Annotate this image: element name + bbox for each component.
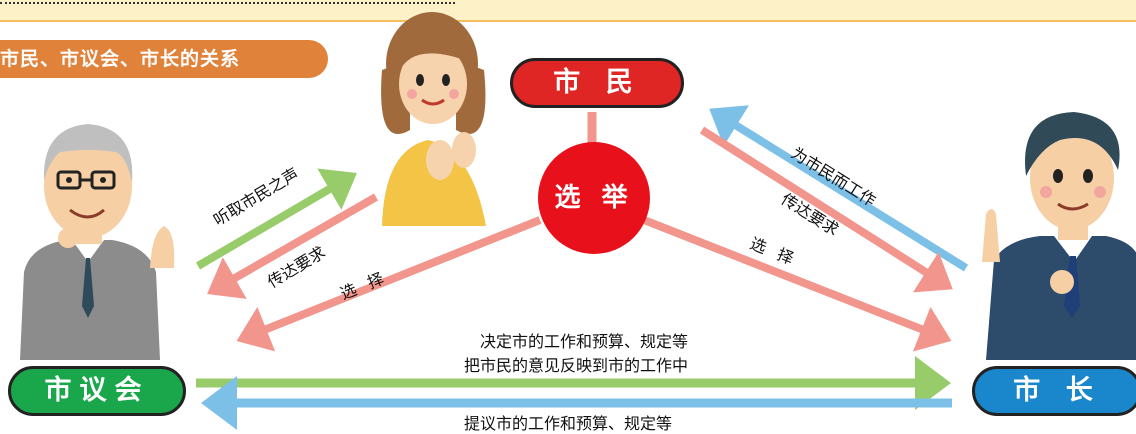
- arrow-listen: [195, 168, 357, 270]
- label-propose: 提议市的工作和预算、规定等: [464, 414, 673, 433]
- arrow-convey-right: [699, 126, 953, 293]
- election-node: 选 举: [538, 142, 650, 254]
- arrow-elect-left: [236, 216, 542, 352]
- arrow-convey-left: [207, 193, 378, 299]
- mayor-node: 市 长: [972, 366, 1136, 416]
- citizens-node: 市 民: [510, 58, 684, 108]
- councillor-figure: [20, 124, 175, 360]
- arrow-work-for: [709, 105, 969, 272]
- dotted-rule: [0, 2, 455, 4]
- arrow-elect-right: [642, 216, 952, 352]
- top-band: [0, 0, 1136, 22]
- mayor-figure: [982, 112, 1136, 360]
- council-node: 市议会: [8, 366, 186, 416]
- diagram-title: 市民、市议会、市长的关系: [0, 40, 328, 78]
- label-reflect: 把市民的意见反映到市的工作中: [464, 356, 689, 375]
- citizen-figure: [381, 12, 486, 226]
- label-decide: 决定市的工作和预算、规定等: [480, 332, 689, 351]
